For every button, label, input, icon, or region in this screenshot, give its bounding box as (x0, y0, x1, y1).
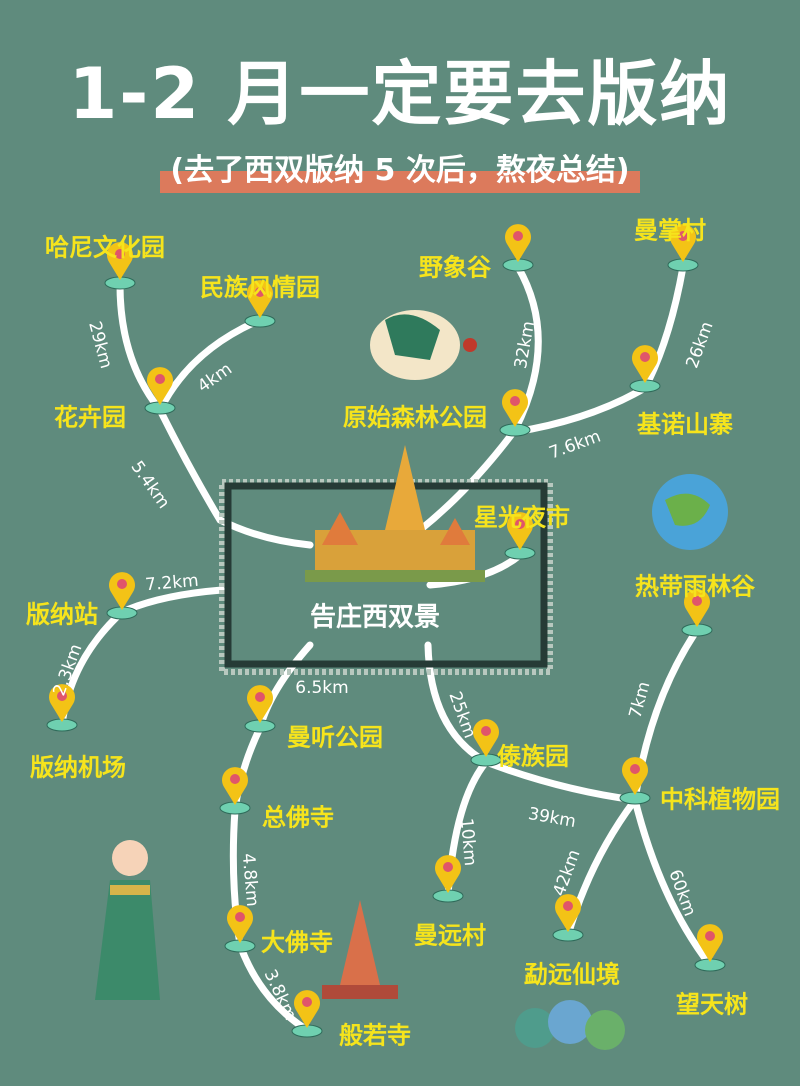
map-pin-icon (504, 512, 536, 560)
place-label[interactable]: 大佛寺 (261, 928, 333, 957)
place-label[interactable]: 民族风情园 (200, 273, 320, 302)
map-pin-icon (224, 905, 256, 953)
place-label[interactable]: 星光夜市 (474, 503, 570, 532)
subtitle: (去了西双版纳 5 次后，熬夜总结) (160, 145, 640, 193)
map-pin-icon (499, 389, 531, 437)
map-pin-icon (244, 280, 276, 328)
forest-hiker-illustration (515, 1000, 625, 1050)
map-pin-icon (552, 894, 584, 942)
temple-illustration (305, 445, 485, 582)
map-pin-icon (502, 224, 534, 272)
place-label[interactable]: 版纳站 (26, 600, 98, 629)
place-label[interactable]: 版纳机场 (30, 753, 126, 782)
place-label[interactable]: 曼远村 (414, 921, 486, 950)
map-pin-icon (629, 345, 661, 393)
place-label[interactable]: 热带雨林谷 (635, 572, 755, 601)
distance-label: 10km (455, 817, 481, 867)
place-label[interactable]: 基诺山寨 (637, 410, 733, 439)
page-title: 1-2 月一定要去版纳 (68, 53, 732, 135)
center-label: 告庄西双景 (309, 602, 441, 633)
place-label[interactable]: 曼掌村 (634, 216, 706, 245)
place-label[interactable]: 般若寺 (339, 1021, 411, 1050)
map-pin-icon (104, 242, 136, 290)
place-label[interactable]: 野象谷 (419, 253, 491, 282)
map-pin-icon (619, 757, 651, 805)
distance-label: 6.5km (295, 678, 349, 698)
place-label[interactable]: 哈尼文化园 (45, 233, 165, 262)
map-pin-icon (46, 684, 78, 732)
place-label[interactable]: 总佛寺 (262, 803, 334, 832)
map-pin-icon (470, 719, 502, 767)
map-pin-icon (694, 924, 726, 972)
dancer-illustration (95, 840, 160, 1000)
elephant-illustration (370, 310, 477, 380)
place-label[interactable]: 花卉园 (54, 403, 126, 432)
map-pin-icon (144, 367, 176, 415)
map-pin-icon (106, 572, 138, 620)
place-label[interactable]: 原始森林公园 (343, 403, 487, 432)
map-pin-icon (291, 990, 323, 1038)
place-label[interactable]: 傣族园 (497, 742, 569, 771)
globe-animals-illustration (652, 474, 728, 550)
map-pin-icon (219, 767, 251, 815)
place-label[interactable]: 勐远仙境 (524, 960, 620, 989)
map-pin-icon (244, 685, 276, 733)
map-pin-icon (432, 855, 464, 903)
place-label[interactable]: 中科植物园 (660, 785, 780, 814)
map-pin-icon (681, 589, 713, 637)
place-label[interactable]: 望天树 (676, 990, 748, 1019)
map-pin-icon (667, 224, 699, 272)
place-label[interactable]: 曼听公园 (287, 723, 383, 752)
pagoda-illustration (322, 900, 398, 999)
